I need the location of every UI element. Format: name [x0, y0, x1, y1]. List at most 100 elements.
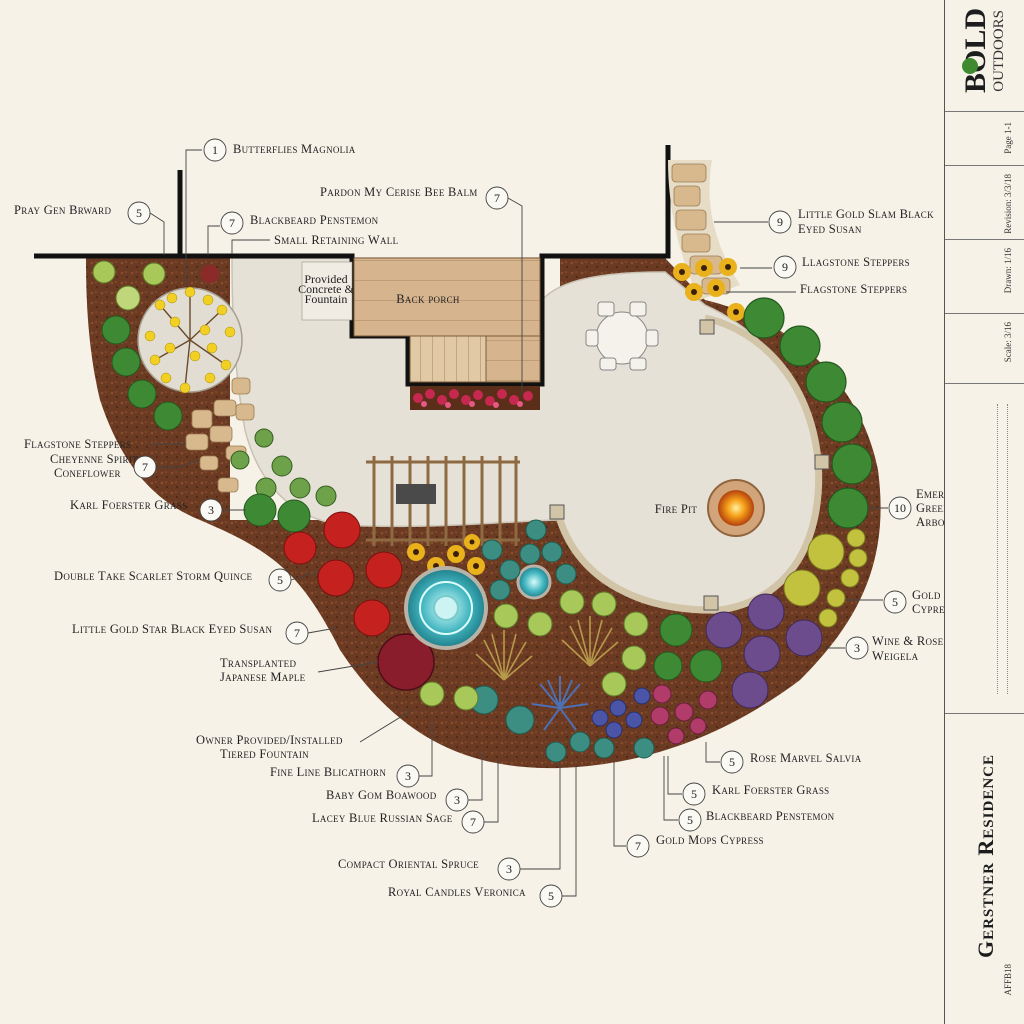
owner-note-box — [301, 261, 353, 321]
svg-text:Emerald: Emerald — [916, 487, 944, 501]
svg-text:Blackbeard Penstemon: Blackbeard Penstemon — [706, 809, 835, 823]
drawn-cell: Drawn: 1/16 — [945, 240, 1024, 314]
svg-text:7: 7 — [294, 626, 300, 640]
svg-text:Arborvitae: Arborvitae — [916, 515, 944, 529]
svg-text:Butterflies Magnolia: Butterflies Magnolia — [233, 142, 356, 156]
callout-gold-mops-bottom: 7 Gold Mops Cypress — [613, 760, 764, 858]
svg-text:10: 10 — [894, 501, 906, 515]
gold-mops-cypress — [783, 528, 868, 628]
svg-text:7: 7 — [494, 191, 500, 205]
site-plan-drawing: Back porch Provided Concrete & Fountain — [14, 138, 944, 908]
svg-text:Tiered Fountain: Tiered Fountain — [220, 747, 309, 761]
double-take-quince — [283, 511, 403, 637]
revision-date: Revision: 3/3/18 — [1003, 174, 1013, 234]
leaf-icon — [962, 58, 978, 74]
svg-text:Cypress: Cypress — [912, 602, 944, 616]
callout-small-retaining-wall: Small Retaining Wall — [231, 233, 398, 254]
butterflies-magnolia-tree — [137, 286, 243, 394]
callout-rose-marvel: 5 Rose Marvel Salvia — [705, 742, 862, 774]
svg-text:Gold Mops: Gold Mops — [912, 588, 944, 602]
flagstones-left — [185, 377, 255, 493]
svg-text:5: 5 — [691, 787, 697, 801]
callout-royal-candles: Royal Candles Veronica 5 — [388, 764, 577, 908]
porch-deck-right — [485, 335, 541, 383]
callout-karl-foerster-bottom: 5 Karl Foerster Grass — [667, 756, 829, 806]
svg-text:7: 7 — [142, 460, 148, 474]
drawing-scale: Scale: 3/16 — [1003, 322, 1013, 363]
callout-karl-foerster-left: Karl Foerster Grass 3 — [70, 498, 246, 522]
svg-text:Compact Oriental Spruce: Compact Oriental Spruce — [338, 857, 479, 871]
svg-text:3: 3 — [405, 769, 411, 783]
svg-text:Eyed Susan: Eyed Susan — [798, 222, 862, 236]
svg-text:Gold Mops Cypress: Gold Mops Cypress — [656, 833, 764, 847]
callout-double-take: Double Take Scarlet Storm Quince 5 — [54, 568, 319, 592]
callout-little-gold-star: Little Gold Star Black Eyed Susan 7 — [72, 621, 337, 645]
callout-flagstone-cheyenne: Flagstone Steppers Cheyenne Spirit Conef… — [24, 437, 201, 480]
pergola-bench — [396, 484, 436, 504]
svg-text:Rose Marvel Salvia: Rose Marvel Salvia — [750, 751, 862, 765]
svg-text:3: 3 — [208, 503, 214, 517]
svg-text:9: 9 — [782, 260, 788, 274]
owner-note-line-2: Concrete & — [298, 282, 354, 296]
notes-cell — [945, 384, 1024, 714]
back-porch-deck — [353, 257, 541, 337]
svg-text:Fine Line Blicathorn: Fine Line Blicathorn — [270, 765, 386, 779]
svg-text:Flagstone Steppers: Flagstone Steppers — [24, 437, 131, 451]
svg-text:Cheyenne Spirit: Cheyenne Spirit — [50, 452, 138, 466]
svg-text:Small Retaining Wall: Small Retaining Wall — [274, 233, 398, 247]
tiered-fountain — [404, 564, 552, 650]
callout-blackbeard-top: 7 Blackbeard Penstemon — [207, 211, 379, 255]
title-block: BOLD OUTDOORS Page 1-1 Revision: 3/3/18 … — [944, 0, 1024, 1024]
svg-text:3: 3 — [506, 862, 512, 876]
logo-cell: BOLD OUTDOORS — [945, 0, 1024, 112]
logo-sub: OUTDOORS — [991, 10, 1007, 92]
callout-gold-mops-right: 5 Gold Mops Cypress — [846, 588, 944, 616]
rose-marvel-salvia — [650, 684, 718, 745]
page-cell: Page 1-1 — [945, 112, 1024, 166]
patio-edge — [556, 314, 823, 614]
svg-text:5: 5 — [687, 813, 693, 827]
porch-flower-strip — [410, 386, 540, 410]
black-eyed-susans-right — [673, 258, 745, 321]
svg-text:Royal Candles Veronica: Royal Candles Veronica — [388, 885, 526, 899]
svg-text:Little Gold Star Black Eyed Su: Little Gold Star Black Eyed Susan — [72, 622, 273, 636]
patio-table-set — [585, 301, 659, 371]
fine-line-and-spruce-shrubs — [469, 519, 655, 763]
callout-lacey-blue: Lacey Blue Russian Sage 7 — [312, 760, 499, 834]
svg-text:Blackbeard Penstemon: Blackbeard Penstemon — [250, 213, 379, 227]
callout-tiered-fountain: Owner Provided/Installed Tiered Fountain — [196, 709, 413, 761]
svg-text:Karl Foerster Grass: Karl Foerster Grass — [70, 498, 187, 512]
svg-text:3: 3 — [454, 793, 460, 807]
svg-text:Llagstone Steppers: Llagstone Steppers — [802, 255, 910, 269]
project-cell: Gerstner Residence AFFB18 — [945, 714, 1024, 1024]
callout-llagstone-steppers: 9 Llagstone Steppers — [740, 255, 910, 279]
karl-foerster-grass-center — [475, 616, 619, 681]
callout-japanese-maple: Transplanted Japanese Maple — [220, 656, 379, 684]
wine-roses-weigela — [705, 593, 823, 709]
svg-text:9: 9 — [777, 215, 783, 229]
callout-emerald-green: 10 Emerald Green Arborvitae — [868, 487, 944, 529]
porch-steps — [409, 335, 487, 383]
svg-text:Pray Gen Brward: Pray Gen Brward — [14, 203, 111, 217]
callout-compact-oriental: Compact Oriental Spruce 3 — [338, 764, 561, 881]
svg-text:5: 5 — [548, 889, 554, 903]
svg-text:Little Gold Slam Black: Little Gold Slam Black — [798, 207, 934, 221]
owner-note-line-3: Fountain — [305, 292, 348, 306]
svg-text:5: 5 — [277, 573, 283, 587]
revision-cell: Revision: 3/3/18 — [945, 166, 1024, 240]
pergola — [366, 456, 520, 546]
notes-rule-1 — [997, 404, 999, 694]
callout-fine-line: Fine Line Blicathorn 3 — [270, 722, 433, 788]
svg-text:Green: Green — [916, 501, 944, 515]
callout-little-gold-slam: 9 Little Gold Slam Black Eyed Susan — [714, 207, 934, 236]
karl-foerster-grass-left — [243, 493, 311, 533]
footer-code: AFFB18 — [1003, 964, 1013, 996]
callout-flagstone-right: Flagstone Steppers — [726, 282, 907, 296]
svg-text:7: 7 — [635, 839, 641, 853]
svg-text:Flagstone Steppers: Flagstone Steppers — [800, 282, 907, 296]
logo-main: BOLD — [959, 8, 992, 94]
svg-text:Baby Gom Boawood: Baby Gom Boawood — [326, 788, 437, 802]
svg-text:Wine & Roses: Wine & Roses — [872, 634, 944, 648]
lacey-blue-russian-sage — [531, 676, 589, 731]
